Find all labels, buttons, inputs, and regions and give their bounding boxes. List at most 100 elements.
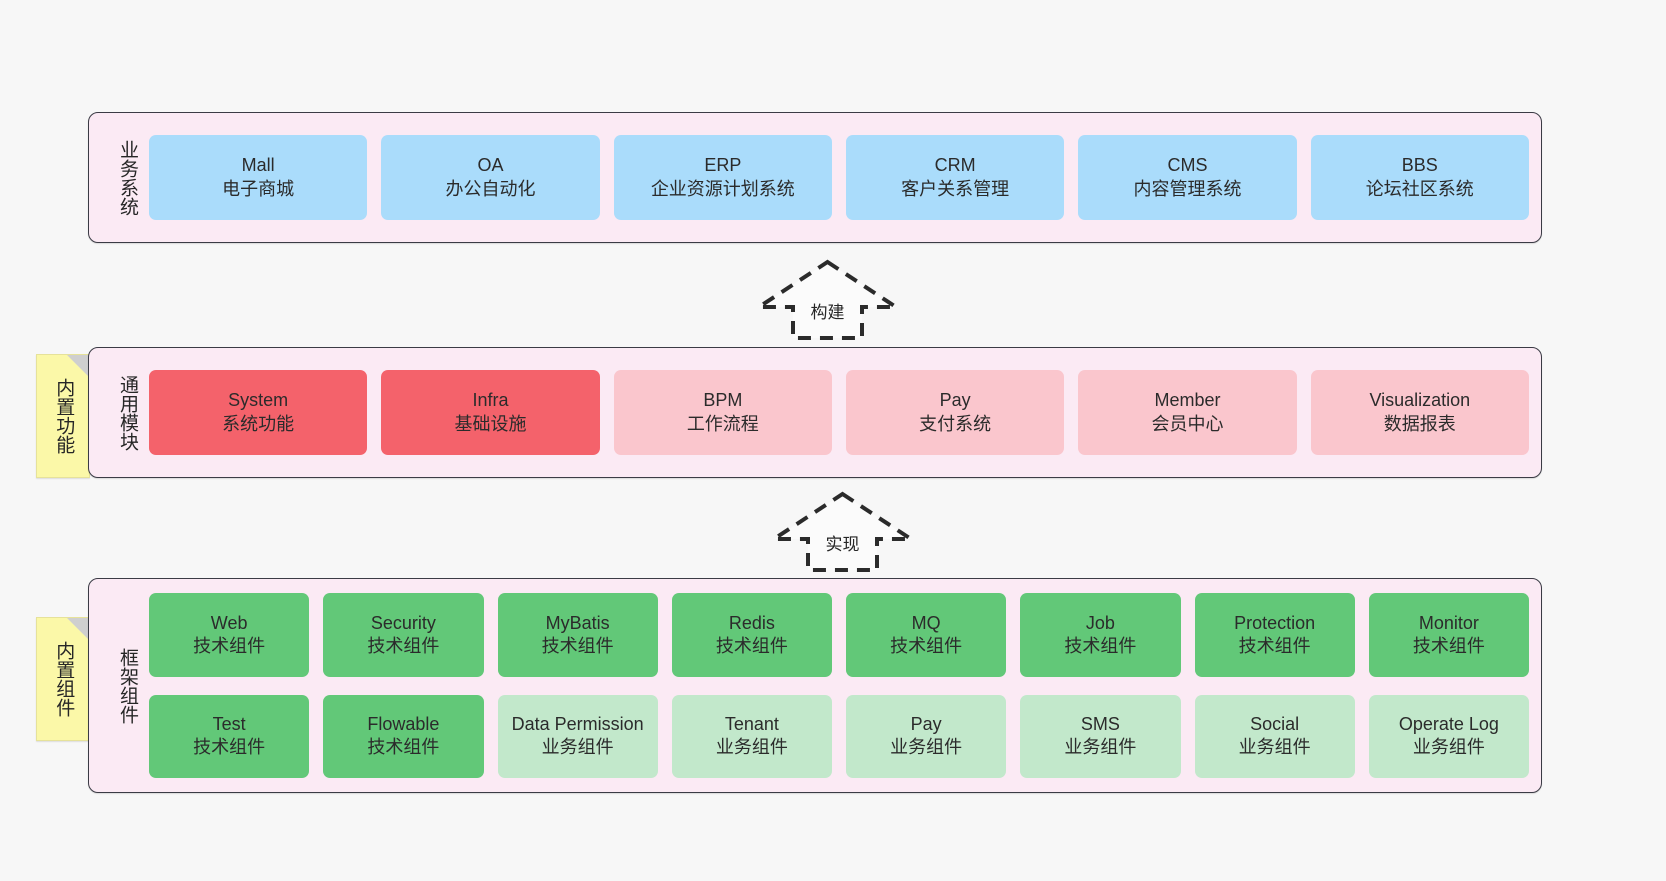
card-cms[interactable]: CMS 内容管理系统 [1078,135,1297,220]
card-mall-cn: 电子商城 [222,178,295,199]
card-cms-cn: 内容管理系统 [1133,178,1242,199]
card-protection[interactable]: Protection 技术组件 [1194,593,1355,677]
card-mq-en: MQ [911,612,941,633]
card-web-cn: 技术组件 [193,635,266,656]
card-mall[interactable]: Mall 电子商城 [149,135,368,220]
card-security[interactable]: Security 技术组件 [323,593,484,677]
card-protection-en: Protection [1234,612,1316,633]
card-job-en: Job [1085,612,1115,633]
card-bpm-cn: 工作流程 [686,413,759,434]
card-social-en: Social [1250,714,1300,735]
card-bbs-cn: 论坛社区系统 [1365,178,1474,199]
layer-title-common-modules: 通用模块 [117,374,138,451]
card-infra[interactable]: Infra 基础设施 [381,370,600,455]
card-oa[interactable]: OA 办公自动化 [381,135,600,220]
card-sms-cn: 业务组件 [1064,737,1137,758]
framework-row-technical: Web 技术组件 Security 技术组件 MyBatis 技术组件 Redi… [149,593,1529,677]
card-test[interactable]: Test 技术组件 [149,694,310,778]
card-bbs[interactable]: BBS 论坛社区系统 [1310,135,1529,220]
card-operate-log[interactable]: Operate Log 业务组件 [1368,694,1529,778]
card-infra-en: Infra [472,390,509,411]
card-sms-en: SMS [1080,714,1120,735]
layer-body-business-systems: Mall 电子商城 OA 办公自动化 ERP 企业资源计划系统 CRM 客户关系… [137,113,1541,242]
card-pay-component-en: Pay [910,714,942,735]
card-mybatis-en: MyBatis [545,612,610,633]
card-system-en: System [228,390,289,411]
card-web[interactable]: Web 技术组件 [149,593,310,677]
sticky-note-builtin-functions-label: 内置功能 [53,378,75,454]
card-flowable-en: Flowable [367,714,440,735]
card-bpm-en: BPM [703,390,743,411]
card-crm-cn: 客户关系管理 [901,178,1010,199]
card-erp-en: ERP [704,155,742,176]
card-mybatis-cn: 技术组件 [541,635,614,656]
card-data-permission-cn: 业务组件 [541,737,614,758]
layer-body-framework-components: Web 技术组件 Security 技术组件 MyBatis 技术组件 Redi… [137,579,1541,792]
card-pay-component-cn: 业务组件 [890,737,963,758]
card-member-cn: 会员中心 [1151,413,1224,434]
card-tenant-cn: 业务组件 [715,737,788,758]
card-pay-module-cn: 支付系统 [919,413,992,434]
card-pay-component[interactable]: Pay 业务组件 [846,694,1007,778]
card-web-en: Web [210,612,248,633]
card-infra-cn: 基础设施 [454,413,527,434]
card-monitor-cn: 技术组件 [1412,635,1485,656]
connector-implement-shape [767,491,918,572]
layer-body-common-modules: System 系统功能 Infra 基础设施 BPM 工作流程 Pay 支付系统… [137,348,1541,477]
framework-row-business: Test 技术组件 Flowable 技术组件 Data Permission … [149,694,1529,778]
card-security-en: Security [370,612,436,633]
connector-build-label: 构建 [810,303,845,322]
card-visualization-en: Visualization [1369,390,1471,411]
sticky-note-builtin-components-label: 内置组件 [53,641,75,717]
card-system[interactable]: System 系统功能 [149,370,368,455]
layer-business-systems: 业务系统 Mall 电子商城 OA 办公自动化 ERP 企业资源计划系统 CRM… [88,112,1542,243]
card-job[interactable]: Job 技术组件 [1020,593,1181,677]
layer-common-modules: 通用模块 System 系统功能 Infra 基础设施 BPM 工作流程 Pay… [88,347,1542,478]
card-security-cn: 技术组件 [367,635,440,656]
sticky-note-builtin-components: 内置组件 [36,617,90,741]
card-social-cn: 业务组件 [1238,737,1311,758]
layer-framework-components: 框架组件 Web 技术组件 Security 技术组件 MyBatis 技术组件… [88,578,1542,793]
connector-build-shape [752,259,903,340]
connector-implement-label: 实现 [825,535,860,554]
card-pay-module-en: Pay [939,390,971,411]
layer-title-business-systems: 业务系统 [117,139,138,216]
card-sms[interactable]: SMS 业务组件 [1020,694,1181,778]
card-redis-en: Redis [728,612,775,633]
card-operate-log-en: Operate Log [1398,714,1499,735]
card-system-cn: 系统功能 [222,413,295,434]
card-tenant[interactable]: Tenant 业务组件 [671,694,832,778]
card-visualization[interactable]: Visualization 数据报表 [1310,370,1529,455]
card-crm[interactable]: CRM 客户关系管理 [845,135,1065,220]
card-redis-cn: 技术组件 [715,635,788,656]
card-test-cn: 技术组件 [193,737,266,758]
card-mybatis[interactable]: MyBatis 技术组件 [497,593,658,677]
sticky-note-builtin-functions: 内置功能 [36,354,90,478]
card-bpm[interactable]: BPM 工作流程 [613,370,832,455]
connector-build-arrow: 构建 [752,258,903,342]
card-protection-cn: 技术组件 [1238,635,1311,656]
card-tenant-en: Tenant [724,714,779,735]
card-visualization-cn: 数据报表 [1383,413,1456,434]
card-erp-cn: 企业资源计划系统 [650,178,795,199]
card-pay-module[interactable]: Pay 支付系统 [845,370,1065,455]
card-redis[interactable]: Redis 技术组件 [671,593,832,677]
card-mall-en: Mall [241,155,275,176]
layer-title-framework-components: 框架组件 [117,647,138,724]
card-data-permission-en: Data Permission [511,714,644,735]
card-erp[interactable]: ERP 企业资源计划系统 [613,135,832,220]
card-flowable[interactable]: Flowable 技术组件 [323,694,484,778]
card-flowable-cn: 技术组件 [367,737,440,758]
card-monitor[interactable]: Monitor 技术组件 [1368,593,1529,677]
card-bbs-en: BBS [1401,155,1438,176]
card-social[interactable]: Social 业务组件 [1194,694,1355,778]
card-data-permission[interactable]: Data Permission 业务组件 [497,694,658,778]
card-mq[interactable]: MQ 技术组件 [846,593,1007,677]
card-member-en: Member [1154,390,1221,411]
card-job-cn: 技术组件 [1064,635,1137,656]
card-member[interactable]: Member 会员中心 [1078,370,1297,455]
card-test-en: Test [212,714,246,735]
card-cms-en: CMS [1167,155,1208,176]
connector-implement-arrow: 实现 [767,490,918,574]
